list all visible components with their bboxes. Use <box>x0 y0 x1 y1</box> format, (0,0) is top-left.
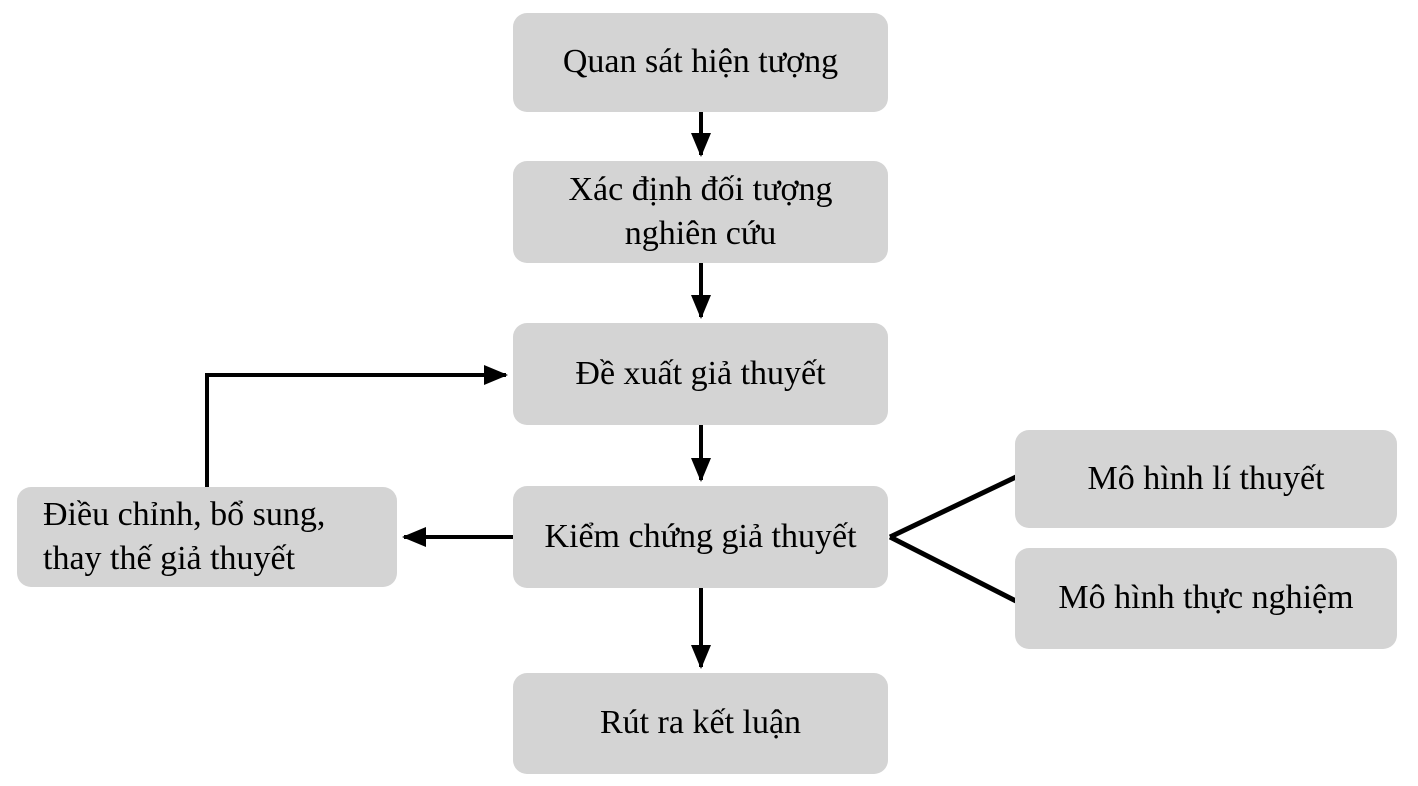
node-model-theory-label: Mô hình lí thuyết <box>1087 459 1325 497</box>
node-adjust-label: Điều chỉnh, bổ sung, thay thế giả thuyết <box>43 495 326 577</box>
line-verify-to-model-experiment <box>888 534 1018 604</box>
node-observe: Quan sát hiện tượng <box>513 13 888 112</box>
arrow-adjust-to-propose-feedback <box>205 365 508 487</box>
node-conclude: Rút ra kết luận <box>513 673 888 774</box>
node-model-experiment: Mô hình thực nghiệm <box>1015 548 1397 649</box>
node-define: Xác định đối tượng nghiên cứu <box>513 161 888 263</box>
node-model-theory: Mô hình lí thuyết <box>1015 430 1397 528</box>
line-verify-to-model-theory <box>888 474 1018 540</box>
node-adjust: Điều chỉnh, bổ sung, thay thế giả thuyết <box>17 487 397 587</box>
node-verify-label: Kiểm chứng giả thuyết <box>544 517 857 555</box>
node-conclude-label: Rút ra kết luận <box>599 704 802 742</box>
node-verify: Kiểm chứng giả thuyết <box>513 486 888 588</box>
node-define-label: Xác định đối tượng nghiên cứu <box>568 170 833 252</box>
node-observe-label: Quan sát hiện tượng <box>562 43 839 81</box>
node-propose: Đề xuất giả thuyết <box>513 323 888 425</box>
node-model-experiment-label: Mô hình thực nghiệm <box>1058 579 1354 617</box>
node-propose-label: Đề xuất giả thuyết <box>575 354 826 392</box>
